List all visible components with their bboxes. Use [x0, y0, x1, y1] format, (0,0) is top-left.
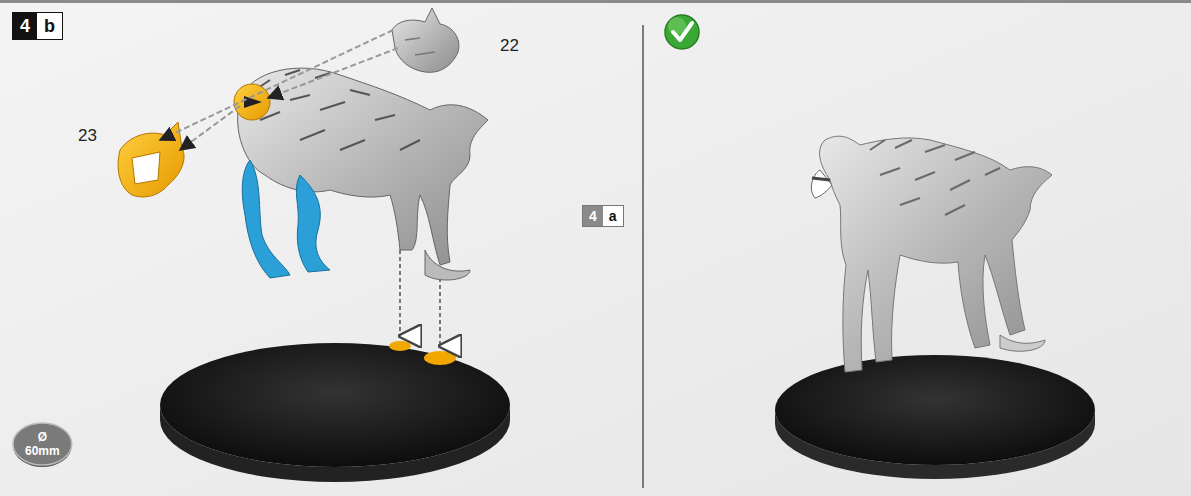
- callout-number: 22: [500, 36, 519, 56]
- step-letter: a: [603, 206, 623, 226]
- step-number: 4: [13, 13, 37, 39]
- step-badge: 4b: [12, 12, 63, 40]
- base-right: [775, 355, 1095, 479]
- wolf-body: [234, 68, 488, 280]
- top-rule: [0, 0, 1191, 3]
- check-mark: [665, 15, 699, 49]
- callout-number: 23: [78, 126, 97, 146]
- guide-lines: [160, 30, 398, 150]
- step-number: 4: [583, 206, 603, 226]
- panel-divider: [642, 25, 644, 488]
- step-letter: b: [37, 13, 62, 39]
- wolf-head-part: [392, 8, 459, 72]
- step-letter: 60mm: [25, 444, 60, 458]
- wolf-jaw-part: [118, 122, 184, 197]
- base-left: [160, 341, 510, 482]
- substep-badge: 4a: [582, 205, 624, 227]
- assembled-wolf: [811, 136, 1052, 372]
- base-size-badge: Ø60mm: [12, 420, 73, 468]
- step-number: Ø: [38, 430, 47, 444]
